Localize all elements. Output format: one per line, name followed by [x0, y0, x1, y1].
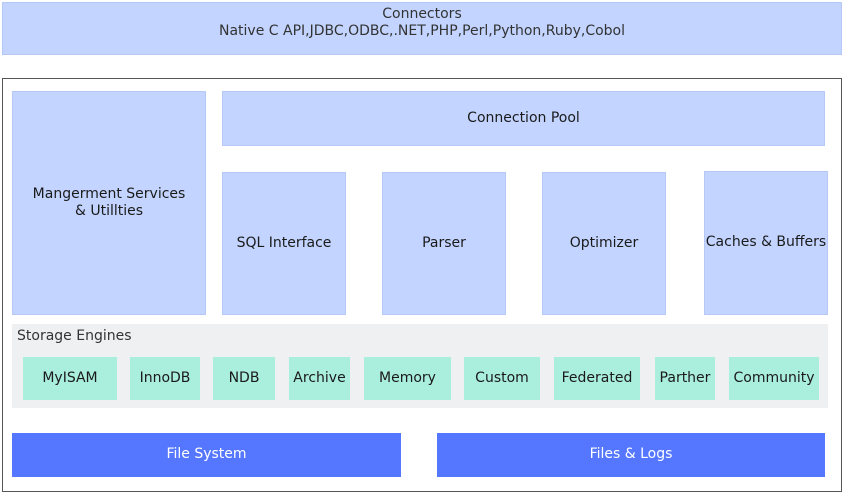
- management-services-label: Mangerment Services & Utillties: [32, 185, 186, 220]
- caches-buffers-box: Caches & Buffers: [704, 171, 828, 315]
- engine-parther-label: Parther: [659, 369, 711, 386]
- engine-federated: Federated: [554, 357, 640, 400]
- files-logs-box: Files & Logs: [437, 433, 825, 477]
- engine-archive-label: Archive: [293, 369, 346, 386]
- engine-community: Community: [729, 357, 819, 400]
- connection-pool-label: Connection Pool: [467, 109, 580, 126]
- connectors-layer: Connectors Native C API,JDBC,ODBC,.NET,P…: [2, 2, 842, 55]
- parser-label: Parser: [422, 234, 466, 251]
- connectors-list: Native C API,JDBC,ODBC,.NET,PHP,Perl,Pyt…: [218, 23, 626, 39]
- sql-interface-label: SQL Interface: [236, 234, 332, 251]
- engine-myisam: MyISAM: [23, 357, 117, 400]
- caches-buffers-label: Caches & Buffers: [705, 234, 827, 251]
- optimizer-box: Optimizer: [542, 172, 666, 315]
- engine-custom: Custom: [464, 357, 540, 400]
- optimizer-label: Optimizer: [569, 234, 639, 251]
- engine-ndb-label: NDB: [228, 369, 260, 386]
- files-logs-label: Files & Logs: [589, 446, 673, 463]
- engine-custom-label: Custom: [475, 369, 529, 386]
- engine-archive: Archive: [289, 357, 350, 400]
- management-services-box: Mangerment Services & Utillties: [12, 91, 206, 315]
- file-system-label: File System: [166, 446, 247, 463]
- parser-box: Parser: [382, 172, 506, 315]
- engine-ndb: NDB: [213, 357, 275, 400]
- engine-memory: Memory: [364, 357, 451, 400]
- engine-memory-label: Memory: [379, 369, 436, 386]
- engine-federated-label: Federated: [561, 369, 633, 386]
- engine-innodb: InnoDB: [130, 357, 200, 400]
- engine-innodb-label: InnoDB: [139, 369, 191, 386]
- file-system-box: File System: [12, 433, 401, 477]
- connection-pool-box: Connection Pool: [222, 91, 825, 146]
- engine-myisam-label: MyISAM: [42, 369, 98, 386]
- engine-parther: Parther: [655, 357, 715, 400]
- connectors-title: Connectors: [382, 6, 462, 22]
- engine-community-label: Community: [733, 369, 815, 386]
- sql-interface-box: SQL Interface: [222, 172, 346, 315]
- storage-engines-title: Storage Engines: [17, 328, 132, 344]
